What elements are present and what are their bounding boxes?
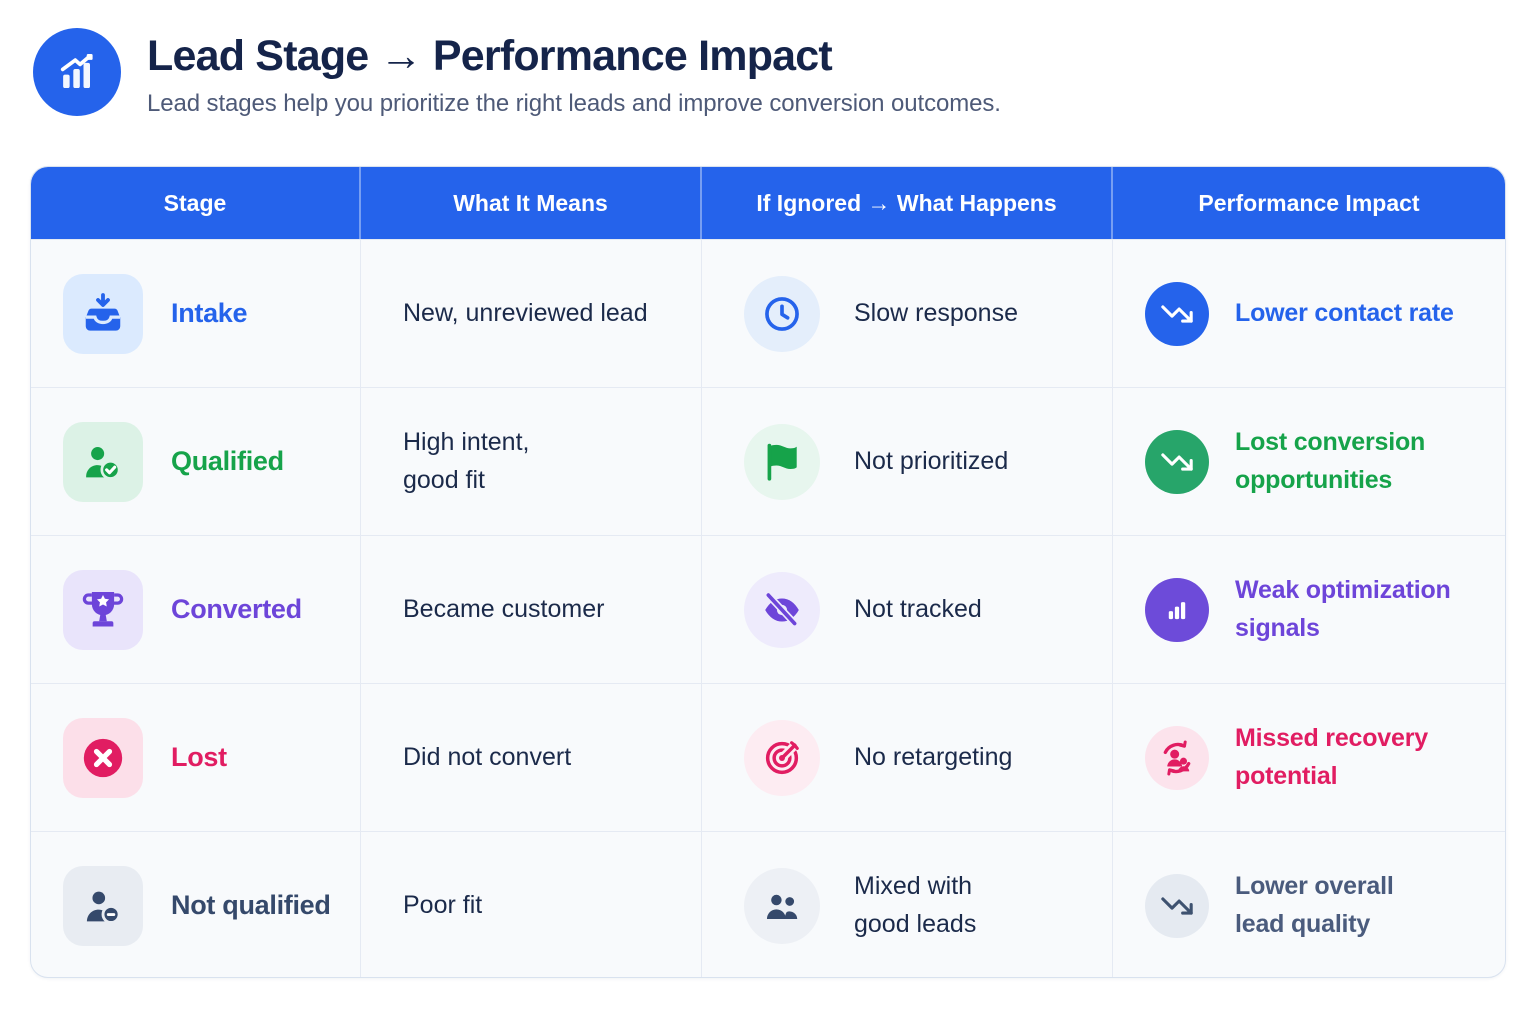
meaning-cell: Did not convert <box>361 683 702 831</box>
page-subtitle: Lead stages help you prioritize the righ… <box>147 90 1001 118</box>
stage-cell: Lost <box>31 683 361 831</box>
stage-label: Qualified <box>171 446 284 476</box>
impact-text: Lower overall lead quality <box>1235 872 1394 938</box>
stage-label: Converted <box>171 594 302 624</box>
ignored-cell: Not tracked <box>702 535 1113 683</box>
user-check-icon <box>63 421 143 502</box>
target-icon <box>744 719 820 796</box>
inbox-download-icon <box>63 273 143 354</box>
impact-cell: Lost conversion opportunities <box>1113 387 1505 535</box>
stage-cell: Not qualified <box>31 831 361 977</box>
users-icon <box>744 867 820 944</box>
users-refresh-icon <box>1145 725 1209 790</box>
table-row: Lost Did not convert No retargeting <box>31 683 1505 831</box>
ignored-cell: Slow response <box>702 239 1113 387</box>
trend-down-icon <box>1145 429 1209 494</box>
stage-cell: Intake <box>31 239 361 387</box>
table-row: Intake New, unreviewed lead Slow respons… <box>31 239 1505 387</box>
stage-cell: Qualified <box>31 387 361 535</box>
ignored-cell: No retargeting <box>702 683 1113 831</box>
impact-text: Weak optimization signals <box>1235 576 1451 642</box>
x-circle-icon <box>63 717 143 798</box>
column-header-stage: Stage <box>31 167 361 239</box>
meaning-text: New, unreviewed lead <box>403 298 648 327</box>
user-minus-icon <box>63 865 143 946</box>
meaning-text: Became customer <box>403 594 605 623</box>
stage-label: Not qualified <box>171 890 331 920</box>
eye-off-icon <box>744 571 820 648</box>
ignored-text: No retargeting <box>854 742 1013 771</box>
trend-bar-chart-icon <box>33 28 121 116</box>
ignored-cell: Not prioritized <box>702 387 1113 535</box>
impact-text: Lower contact rate <box>1235 298 1454 327</box>
stage-label: Lost <box>171 742 227 772</box>
trophy-icon <box>63 569 143 650</box>
meaning-text: High intent, good fit <box>403 428 530 494</box>
stage-cell: Converted <box>31 535 361 683</box>
bar-chart-icon <box>1145 577 1209 642</box>
impact-cell: Weak optimization signals <box>1113 535 1505 683</box>
header-text: Lead Stage → Performance Impact Lead sta… <box>147 28 1001 118</box>
meaning-cell: New, unreviewed lead <box>361 239 702 387</box>
table-row: Qualified High intent, good fit Not prio… <box>31 387 1505 535</box>
column-header-meaning: What It Means <box>361 167 702 239</box>
flag-icon <box>744 423 820 500</box>
impact-text: Missed recovery potential <box>1235 724 1428 790</box>
table-header-row: Stage What It Means If Ignored → What Ha… <box>31 167 1505 239</box>
meaning-cell: Became customer <box>361 535 702 683</box>
stage-label: Intake <box>171 298 248 328</box>
meaning-cell: High intent, good fit <box>361 387 702 535</box>
ignored-text: Slow response <box>854 298 1018 327</box>
table-row: Not qualified Poor fit Mixed with good l… <box>31 831 1505 977</box>
ignored-text: Not prioritized <box>854 446 1009 475</box>
column-header-ignored: If Ignored → What Happens <box>702 167 1113 239</box>
clock-icon <box>744 275 820 352</box>
ignored-cell: Mixed with good leads <box>702 831 1113 977</box>
ignored-text: Mixed with good leads <box>854 872 977 938</box>
impact-cell: Lower overall lead quality <box>1113 831 1505 977</box>
table-row: Converted Became customer Not tracked <box>31 535 1505 683</box>
column-header-impact: Performance Impact <box>1198 189 1420 216</box>
ignored-text: Not tracked <box>854 594 982 623</box>
page-header: Lead Stage → Performance Impact Lead sta… <box>33 28 1001 118</box>
meaning-text: Did not convert <box>403 742 572 771</box>
impact-cell: Missed recovery potential <box>1113 683 1505 831</box>
trend-down-icon <box>1145 281 1209 346</box>
lead-stage-table: Stage What It Means If Ignored → What Ha… <box>30 166 1506 978</box>
impact-text: Lost conversion opportunities <box>1235 428 1426 494</box>
trend-down-icon <box>1145 873 1209 938</box>
page-title: Lead Stage → Performance Impact <box>147 32 833 80</box>
meaning-cell: Poor fit <box>361 831 702 977</box>
meaning-text: Poor fit <box>403 890 483 919</box>
impact-cell: Lower contact rate <box>1113 239 1505 387</box>
